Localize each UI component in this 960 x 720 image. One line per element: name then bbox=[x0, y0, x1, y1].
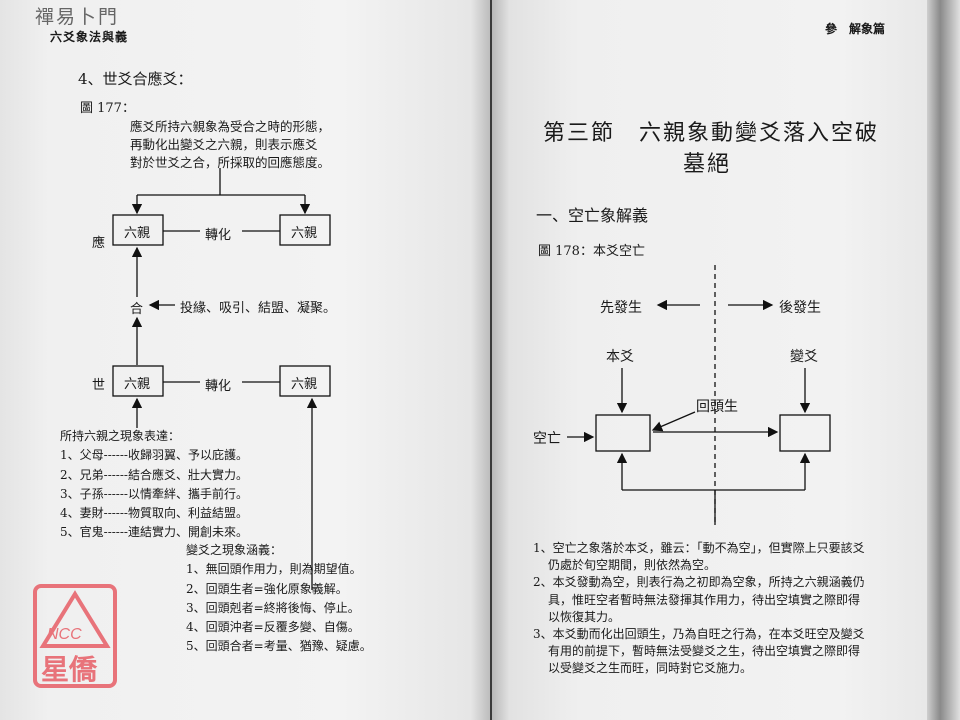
intro-line: 應爻所持六親象為受合之時的形態， bbox=[130, 119, 331, 134]
note-line: 具，惟旺空者暫時無法發揮其作用力，待出空填實之際即得 bbox=[548, 592, 861, 607]
transform-label: 轉化 bbox=[205, 228, 232, 243]
list-item: 5、回頭合者=考量、猶豫、疑慮。 bbox=[186, 639, 372, 654]
label-he: 合 bbox=[130, 302, 144, 317]
section-heading-right: 一、空亡象解義 bbox=[536, 206, 649, 225]
intro-line: 對於世爻之合，所採取的回應態度。 bbox=[130, 155, 331, 170]
box-bian-yao bbox=[779, 414, 831, 452]
label-shi: 世 bbox=[92, 378, 106, 393]
notes-list: 1、空亡之象落於本爻，雖云：「動不為空」，但實際上只要該爻 仍處於旬空期間，則依… bbox=[533, 540, 865, 678]
chapter-title-line2: 墓絕 bbox=[683, 152, 732, 177]
transform-label: 轉化 bbox=[205, 379, 232, 394]
list-item: 1、父母------收歸羽翼、予以庇護。 bbox=[60, 448, 248, 463]
label-kongwang: 空亡 bbox=[533, 431, 561, 447]
list-item: 3、子孫------以情牽絆、攜手前行。 bbox=[60, 486, 248, 501]
label-ying: 應 bbox=[92, 236, 106, 251]
box-ying-bian bbox=[279, 214, 331, 246]
right-page bbox=[492, 0, 927, 720]
triangle-icon bbox=[39, 590, 111, 648]
held-title: 所持六親之現象表達： bbox=[60, 429, 181, 443]
list-item: 5、官鬼------連結實力、開創未來。 bbox=[60, 525, 248, 540]
held-list: 所持六親之現象表達： 1、父母------收歸羽翼、予以庇護。 2、兄弟----… bbox=[60, 427, 248, 543]
chapter-title-line1: 第三節 六親象動變爻落入空破 bbox=[543, 121, 880, 146]
change-title: 變爻之現象涵義： bbox=[186, 543, 283, 557]
box-shi-liuqin bbox=[112, 365, 164, 397]
change-list: 變爻之現象涵義： 1、無回頭作用力，則為期望值。 2、回頭生者=強化原象義解。 … bbox=[186, 541, 372, 657]
section-heading-left: 4、世爻合應爻： bbox=[78, 70, 193, 88]
he-note: 投緣、吸引、結盟、凝聚。 bbox=[180, 301, 337, 316]
watermark-ncc: NCC bbox=[47, 626, 82, 643]
note-line: 以恢復其力。 bbox=[548, 609, 621, 624]
label-bian-yao: 變爻 bbox=[790, 349, 818, 365]
label-ben-yao: 本爻 bbox=[606, 349, 634, 365]
running-title-right: 參 解象篇 bbox=[825, 22, 886, 36]
label-before: 先發生 bbox=[600, 300, 642, 316]
box-shi-bian bbox=[279, 365, 331, 397]
list-item: 2、回頭生者=強化原象義解。 bbox=[186, 581, 348, 596]
book-edge bbox=[927, 0, 960, 720]
figure-label-178: 圖 178：本爻空亡 bbox=[538, 244, 645, 259]
list-item: 2、兄弟------結合應爻、壯大實力。 bbox=[60, 467, 248, 482]
label-after: 後發生 bbox=[779, 300, 821, 316]
list-item: 1、無回頭作用力，則為期望值。 bbox=[186, 562, 362, 577]
note-line: 仍處於旬空期間，則依然為空。 bbox=[548, 558, 717, 573]
box-ben-yao bbox=[595, 414, 651, 452]
intro-text: 應爻所持六親象為受合之時的形態， 再動化出變爻之六親，則表示應爻 對於世爻之合，… bbox=[130, 118, 330, 172]
intro-line: 再動化出變爻之六親，則表示應爻 bbox=[130, 137, 318, 152]
box-label: 六親 bbox=[124, 226, 151, 241]
watermark-stamp: NCC 星僑 bbox=[33, 584, 117, 688]
figure-label-177: 圖 177： bbox=[80, 101, 135, 116]
list-item: 4、回頭沖者=反覆多變、自傷。 bbox=[186, 620, 360, 635]
watermark-name: 星僑 bbox=[41, 653, 98, 686]
list-item: 4、妻財------物質取向、利益結盟。 bbox=[60, 506, 248, 521]
list-item: 3、回頭剋者=終將後悔、停止。 bbox=[186, 600, 360, 615]
note-line: 1、空亡之象落於本爻，雖云：「動不為空」，但實際上只要該爻 bbox=[533, 541, 865, 555]
box-label: 六親 bbox=[291, 226, 318, 241]
running-title-left: 禪易卜門 bbox=[35, 6, 120, 28]
box-ying-liuqin bbox=[112, 214, 164, 246]
left-page bbox=[0, 0, 490, 720]
box-label: 六親 bbox=[291, 377, 318, 392]
note-line: 有用的前提下，暫時無法受變爻之生，待出空填實之際即得 bbox=[548, 644, 861, 659]
note-line: 以受變爻之生而旺，同時對它爻施力。 bbox=[548, 661, 753, 676]
label-huitou: 回頭生 bbox=[696, 399, 738, 415]
note-line: 2、本爻發動為空，則表行為之初即為空象，所持之六親涵義仍 bbox=[533, 575, 865, 590]
box-label: 六親 bbox=[124, 377, 151, 392]
note-line: 3、本爻動而化出回頭生，乃為自旺之行為，在本爻旺空及變爻 bbox=[533, 627, 865, 642]
running-subtitle-left: 六爻象法與義 bbox=[50, 30, 129, 44]
